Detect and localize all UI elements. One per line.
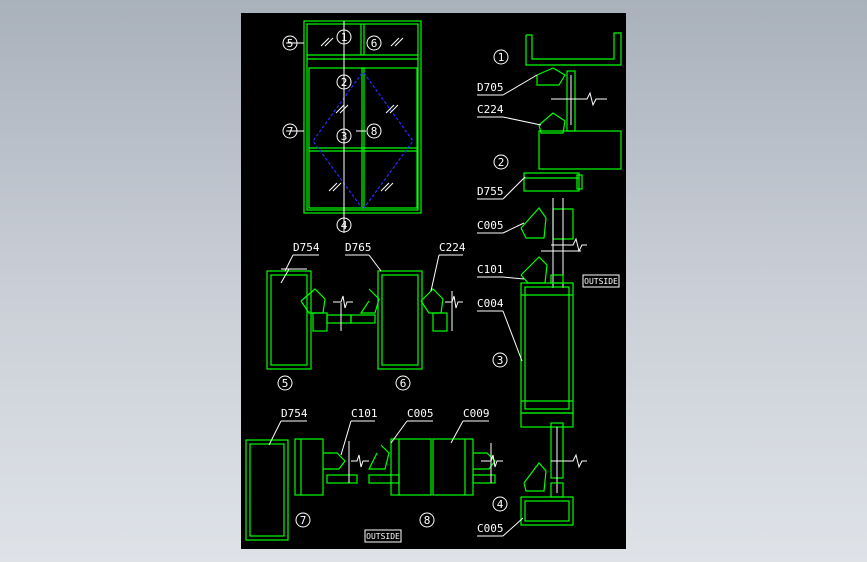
section-callout-3: 3: [497, 354, 504, 367]
callout-3: 3: [341, 130, 348, 143]
label-c224: C224: [477, 103, 504, 116]
section-callout-8: 8: [424, 514, 431, 527]
callout-8: 8: [371, 125, 378, 138]
label-d705: D705: [477, 81, 504, 94]
section-callout-2: 2: [498, 156, 505, 169]
callout-5: 5: [287, 37, 294, 50]
window-elevation: [286, 20, 422, 233]
section-callout-1: 1: [498, 51, 505, 64]
callout-1: 1: [341, 31, 348, 44]
section-callout-6: 6: [400, 377, 407, 390]
label-c101: C101: [477, 263, 504, 276]
drawing-canvas: .g { stroke:#00ff00; fill:none; stroke-w…: [241, 13, 626, 549]
outside-label-right: OUTSIDE: [584, 277, 618, 286]
label-c101-bottom: C101: [351, 407, 378, 420]
callout-7: 7: [287, 125, 294, 138]
label-c005-top: C005: [477, 219, 504, 232]
callout-4: 4: [341, 219, 348, 232]
label-d755: D755: [477, 185, 504, 198]
label-c004: C004: [477, 297, 504, 310]
section-7-8: D754 C101 C005 C009 7 8 OUTSIDE: [245, 407, 503, 543]
section-5: D754 5: [266, 241, 353, 391]
callout-6: 6: [371, 37, 378, 50]
cad-drawing: .g { stroke:#00ff00; fill:none; stroke-w…: [245, 20, 622, 543]
label-c005-bottom: C005: [477, 522, 504, 535]
vertical-section: [520, 32, 622, 526]
section-6: D765 C224 6: [345, 241, 466, 391]
section-callout-4: 4: [497, 498, 504, 511]
label-d765: D765: [345, 241, 372, 254]
section-callout-5: 5: [282, 377, 289, 390]
label-d754: D754: [293, 241, 320, 254]
label-c224-mid: C224: [439, 241, 466, 254]
outside-label-bottom: OUTSIDE: [366, 532, 400, 541]
label-c009: C009: [463, 407, 490, 420]
vertical-section-labels: D705 C224 D755 C005 C101 C004 C005 1 2 3…: [477, 49, 620, 537]
glass-hatch: [320, 37, 404, 192]
section-callout-7: 7: [300, 514, 307, 527]
label-c005-mid: C005: [407, 407, 434, 420]
label-d754-bottom: D754: [281, 407, 308, 420]
callout-2: 2: [341, 76, 348, 89]
elevation-callouts: 1 2 3 4 5 6 7 8: [282, 29, 382, 233]
